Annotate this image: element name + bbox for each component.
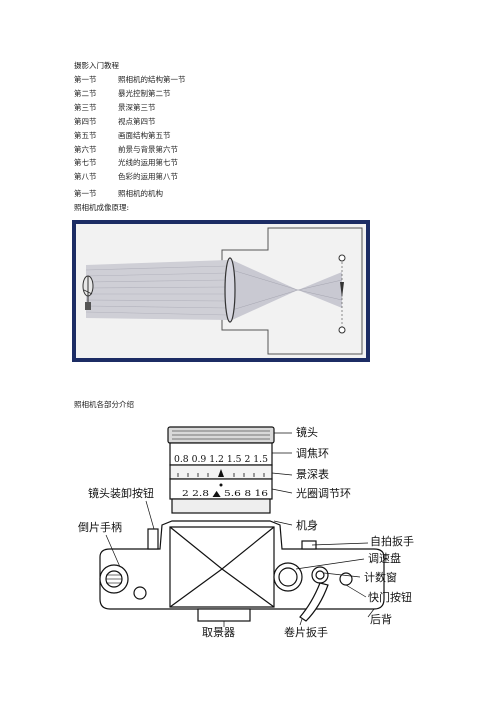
label-self-timer: 自拍扳手 bbox=[370, 534, 414, 548]
toc-row: 第一节 照相机的结构第一节 bbox=[74, 75, 186, 85]
imaging-principle-diagram bbox=[72, 220, 370, 362]
label-lens: 镜头 bbox=[296, 425, 318, 439]
object-candle-icon bbox=[82, 275, 94, 310]
label-advance-lever: 卷片扳手 bbox=[284, 625, 328, 639]
label-rewind-crank: 倒片手柄 bbox=[78, 520, 122, 534]
focus-distance-scale: 0.8 0.9 1.2 1.5 2 1.5 bbox=[174, 455, 268, 465]
doc-title: 摄影入门教程 bbox=[74, 61, 119, 70]
label-aperture-ring: 光圈调节环 bbox=[296, 486, 351, 500]
label-focus-ring: 调焦环 bbox=[296, 447, 329, 460]
toc-title: 照相机的结构第一节 bbox=[118, 75, 186, 84]
toc-title: 暴光控制第二节 bbox=[118, 88, 171, 98]
toc-number: 第三节 bbox=[74, 102, 97, 112]
toc-title: 色彩的运用第八节 bbox=[118, 172, 178, 182]
principle-label: 照相机成像原理: bbox=[74, 203, 130, 212]
section-number: 第一节 bbox=[74, 189, 97, 198]
toc-row: 第二节 暴光控制第二节 bbox=[74, 89, 171, 99]
toc-number: 第一节 bbox=[74, 75, 97, 84]
camera-body bbox=[99, 520, 385, 622]
toc-row: 第六节 前景与背景第六节 bbox=[74, 145, 178, 155]
label-dof-scale: 景深表 bbox=[296, 467, 329, 481]
toc-row: 第八节 色彩的运用第八节 bbox=[74, 172, 178, 182]
toc-row: 第三节 景深第三节 bbox=[74, 103, 156, 113]
light-rays bbox=[85, 260, 343, 320]
label-shutter-dial: 调速盘 bbox=[368, 551, 401, 565]
toc-title: 光线的运用第七节 bbox=[118, 158, 178, 168]
toc-number: 第四节 bbox=[74, 116, 97, 126]
camera-parts-diagram: 0.8 0.9 1.2 1.5 2 1.5 2 2.8 ▲ 5.6 8 16 镜… bbox=[74, 417, 422, 641]
parts-label: 照相机各部分介绍 bbox=[74, 400, 134, 409]
label-back: 后背 bbox=[370, 612, 392, 626]
label-counter: 计数窗 bbox=[364, 570, 397, 584]
toc-row: 第七节 光线的运用第七节 bbox=[74, 158, 178, 168]
label-viewfinder: 取景器 bbox=[202, 626, 235, 639]
label-body: 机身 bbox=[296, 518, 318, 532]
toc-number: 第八节 bbox=[74, 172, 97, 182]
toc-title: 画面结构第五节 bbox=[118, 130, 171, 140]
toc-number: 第二节 bbox=[74, 88, 97, 98]
toc-row: 第四节 视点第四节 bbox=[74, 117, 156, 127]
toc-number: 第七节 bbox=[74, 158, 97, 168]
lens-barrel bbox=[167, 426, 275, 514]
section-title: 照相机的机构 bbox=[118, 189, 163, 198]
toc-number: 第六节 bbox=[74, 144, 97, 154]
toc-number: 第五节 bbox=[74, 130, 97, 140]
aperture-scale: 2 2.8 ▲ 5.6 8 16 bbox=[182, 489, 268, 498]
toc-title: 前景与背景第六节 bbox=[118, 144, 178, 154]
toc-title: 景深第三节 bbox=[118, 102, 156, 112]
section-heading: 第一节 照相机的机构 bbox=[74, 189, 163, 199]
image-plane bbox=[338, 254, 346, 334]
lens-element bbox=[224, 257, 236, 323]
toc-title: 视点第四节 bbox=[118, 116, 156, 126]
label-lens-release: 镜头装卸按钮 bbox=[88, 486, 154, 500]
label-shutter-button: 快门按钮 bbox=[368, 590, 412, 604]
toc-row: 第五节 画面结构第五节 bbox=[74, 131, 171, 141]
